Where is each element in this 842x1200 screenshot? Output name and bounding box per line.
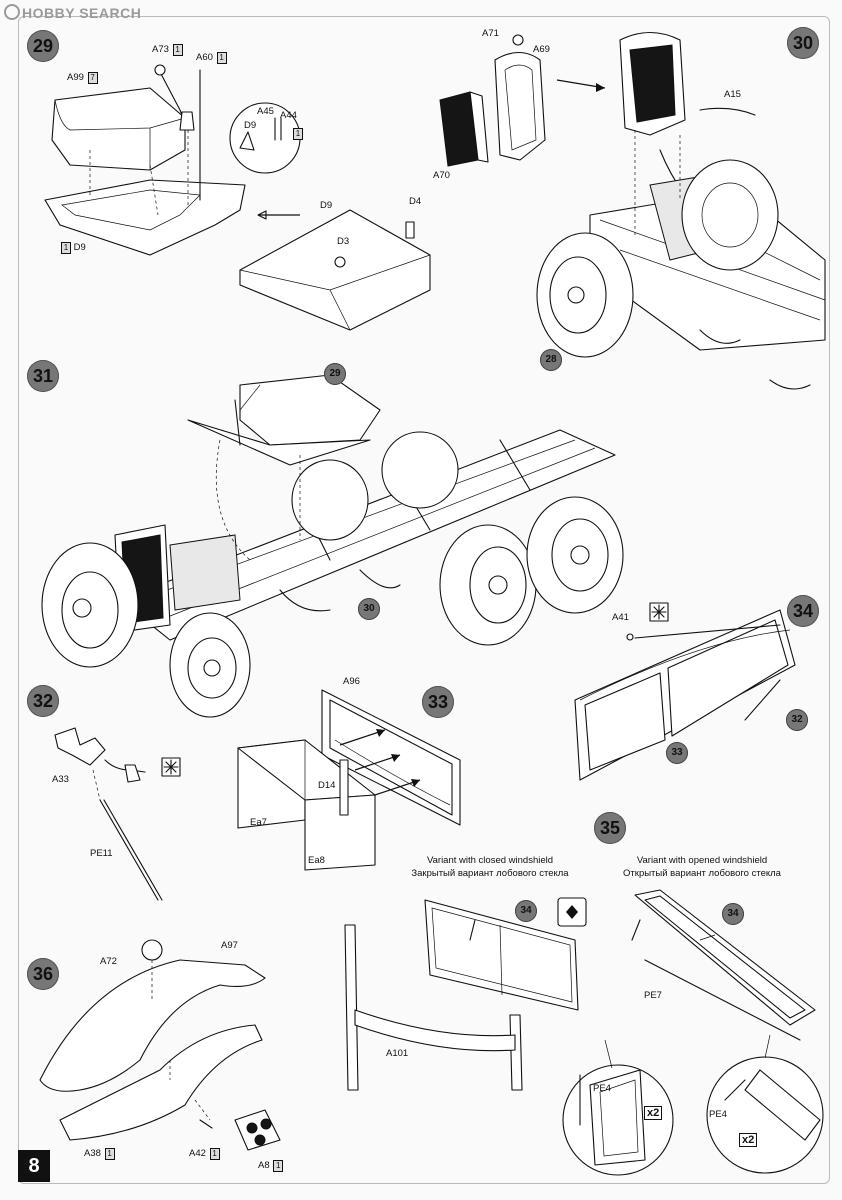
part-label-PE7: PE7 [644,990,662,1001]
opened-windshield-note: Variant with opened windshield Открытый … [612,854,792,880]
part-label-A44-qty: 1 [292,128,303,140]
page-number: 8 [18,1150,50,1182]
part-label-A73: A73 1 [152,44,183,56]
step-number-29: 29 [27,30,59,62]
ref-step-32: 32 [786,709,808,731]
closed-windshield-note: Variant with closed windshield Закрытый … [400,854,580,880]
step-number-32: 32 [27,685,59,717]
closed-note-ru: Закрытый вариант лобового стекла [411,868,569,879]
step-number-33: 33 [422,686,454,718]
sprue-qty: 1 [61,242,71,254]
multiplier-x2-opened: x2 [739,1133,758,1147]
part-label-PE4-closed: PE4 [593,1083,611,1094]
part-label-A15: A15 [724,89,741,100]
part-code: A73 [152,44,169,55]
step-number-36: 36 [27,958,59,990]
step-number-35: 35 [594,812,626,844]
ref-step-34-opened: 34 [722,903,744,925]
watermark: HOBBY SEARCH [4,4,141,21]
part-code: A60 [196,52,213,63]
step30-radiator-chassis [439,32,826,390]
part-label-A97: A97 [221,940,238,951]
part-label-PE4-opened: PE4 [709,1109,727,1120]
part-label-A70: A70 [433,170,450,181]
part-label-A99: A99 7 [67,72,98,84]
part-code: A99 [67,72,84,83]
part-label-A60: A60 1 [196,52,227,64]
part-label-Ea7: Ea7 [250,817,267,828]
step29-seat-assembly [44,64,431,331]
part-label-A41: A41 [612,612,629,623]
part-label-A42: A42 1 [189,1148,220,1160]
part-code: A8 [258,1160,270,1171]
part-label-A45: A45 [257,106,274,117]
part-label-Ea8: Ea8 [308,855,325,866]
part-code: A38 [84,1148,101,1159]
part-label-D14: D14 [318,780,336,791]
part-label-PE11: PE11 [90,848,113,859]
part-label-D9-base: 1 D9 [60,242,86,254]
part-label-D3: D3 [337,236,350,247]
part-label-D9-floor: D9 [320,200,333,211]
step36-fender [39,939,281,1151]
part-label-A69: A69 [533,44,550,55]
sprue-qty: 1 [216,52,227,64]
step35-windshield-variants [344,889,824,1176]
ref-step-28: 28 [540,349,562,371]
sprue-qty: 1 [293,128,303,140]
step32-wiper [54,727,181,901]
part-code: D9 [73,242,86,253]
part-label-A72: A72 [100,956,117,967]
part-label-A101: A101 [386,1048,409,1059]
part-code: A42 [189,1148,206,1159]
watermark-text: HOBBY SEARCH [22,5,142,21]
sprue-qty: 1 [172,44,183,56]
part-label-A96: A96 [343,676,360,687]
step-number-34: 34 [787,595,819,627]
step-number-30: 30 [787,27,819,59]
ref-step-33: 33 [666,742,688,764]
step-number-31: 31 [27,360,59,392]
step33-box-assembly [237,689,461,871]
opened-note-en: Variant with opened windshield [636,855,768,866]
sprue-qty: 1 [273,1160,284,1172]
page-border [18,16,830,1184]
part-label-A8: A8 1 [258,1160,284,1172]
opened-note-ru: Открытый вариант лобового стекла [623,868,781,879]
ref-step-29: 29 [324,363,346,385]
ref-step-30: 30 [358,598,380,620]
sprue-qty: 1 [104,1148,115,1160]
part-label-A33: A33 [52,774,69,785]
ref-step-34-closed: 34 [515,900,537,922]
step31-chassis-assembly [41,374,624,718]
part-label-D4: D4 [409,196,422,207]
sprue-qty: 7 [87,72,98,84]
part-label-A44: A44 [280,110,297,121]
part-label-A71: A71 [482,28,499,39]
part-label-A38: A38 1 [84,1148,115,1160]
sprue-qty: 1 [209,1148,220,1160]
multiplier-x2-closed: x2 [644,1106,663,1120]
part-code: A44 [280,110,297,121]
closed-note-en: Variant with closed windshield [426,855,554,866]
watermark-logo-icon [4,4,20,20]
step34-windshield [574,602,796,781]
part-label-D9-detail: D9 [244,120,257,131]
